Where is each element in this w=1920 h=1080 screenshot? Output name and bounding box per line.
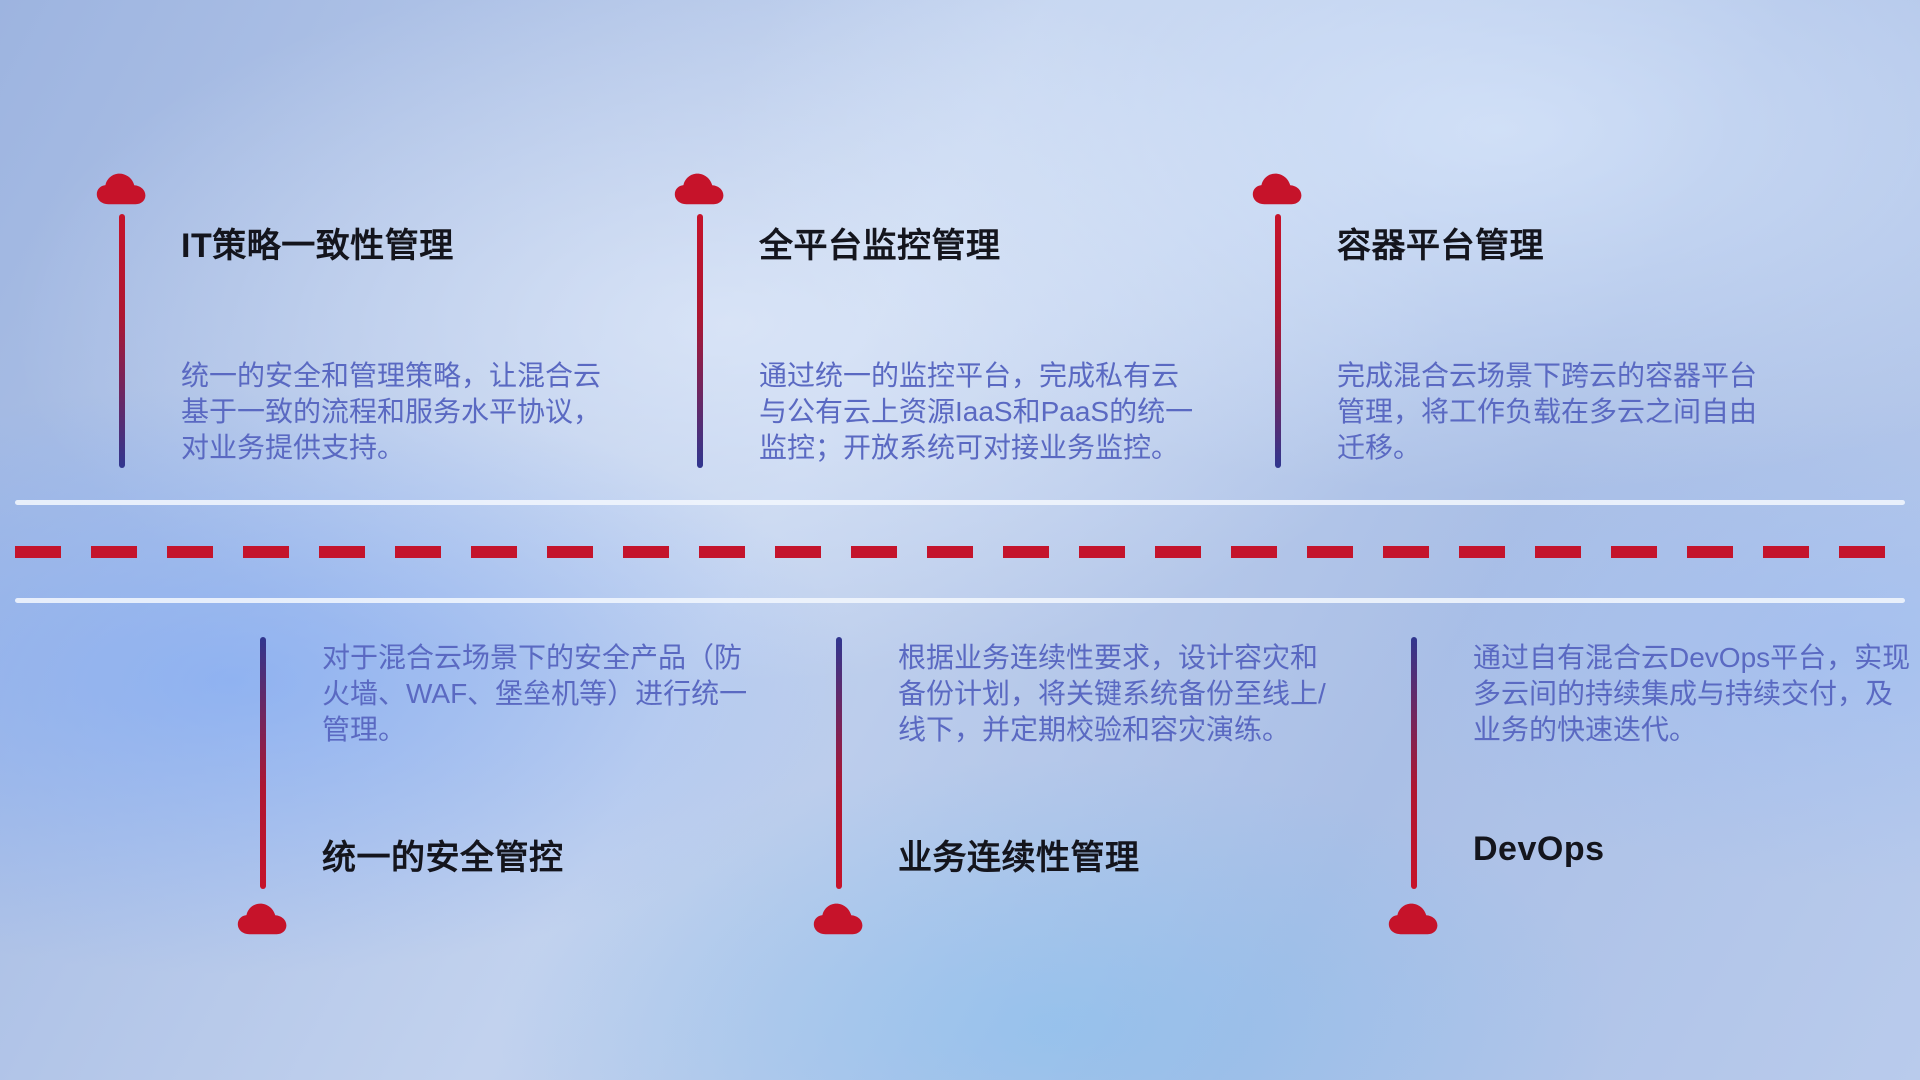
connector-line [1411,637,1417,889]
connector-line [1275,214,1281,468]
connector-line [260,637,266,889]
capability-title: 统一的安全管控 [322,839,564,877]
separator-line-bottom [15,598,1905,603]
cloud-icon [674,173,724,205]
capability-description: 通过统一的监控平台，完成私有云与公有云上资源IaaS和PaaS的统一监控；开放系… [759,360,1194,463]
capability-item-monitoring: 全平台监控管理 通过统一的监控平台，完成私有云与公有云上资源IaaS和PaaS的… [673,166,1233,496]
cloud-icon [813,903,863,935]
capability-title: 全平台监控管理 [759,227,1001,265]
capability-description: 统一的安全和管理策略，让混合云基于一致的流程和服务水平协议，对业务提供支持。 [181,360,602,463]
connector-line [697,214,703,468]
capability-item-security-control: 对于混合云场景下的安全产品（防火墙、WAF、堡垒机等）进行统一管理。 统一的安全… [236,630,796,960]
cloud-icon [1252,173,1302,205]
cloud-icon [96,173,146,205]
cloud-icon [1388,903,1438,935]
dashed-road-line [15,546,1905,558]
capability-description: 对于混合云场景下的安全产品（防火墙、WAF、堡垒机等）进行统一管理。 [322,642,748,745]
capability-title: IT策略一致性管理 [181,227,454,265]
capability-item-business-continuity: 根据业务连续性要求，设计容灾和备份计划，将关键系统备份至线上/线下，并定期校验和… [812,630,1372,960]
cloud-icon [237,903,287,935]
connector-line [836,637,842,889]
capability-description: 根据业务连续性要求，设计容灾和备份计划，将关键系统备份至线上/线下，并定期校验和… [898,642,1326,745]
capability-description: 完成混合云场景下跨云的容器平台管理，将工作负载在多云之间自由迁移。 [1337,360,1758,463]
capability-title: 业务连续性管理 [898,839,1140,877]
connector-line [119,214,125,468]
separator-line-top [15,500,1905,505]
capability-item-it-policy: IT策略一致性管理 统一的安全和管理策略，让混合云基于一致的流程和服务水平协议，… [95,166,655,496]
capability-item-container-platform: 容器平台管理 完成混合云场景下跨云的容器平台管理，将工作负载在多云之间自由迁移。 [1251,166,1811,496]
capability-title: DevOps [1473,830,1605,868]
capability-item-devops: 通过自有混合云DevOps平台，实现多云间的持续集成与持续交付，及业务的快速迭代… [1387,630,1920,960]
capability-description: 通过自有混合云DevOps平台，实现多云间的持续集成与持续交付，及业务的快速迭代… [1473,642,1911,745]
capability-title: 容器平台管理 [1337,227,1544,265]
